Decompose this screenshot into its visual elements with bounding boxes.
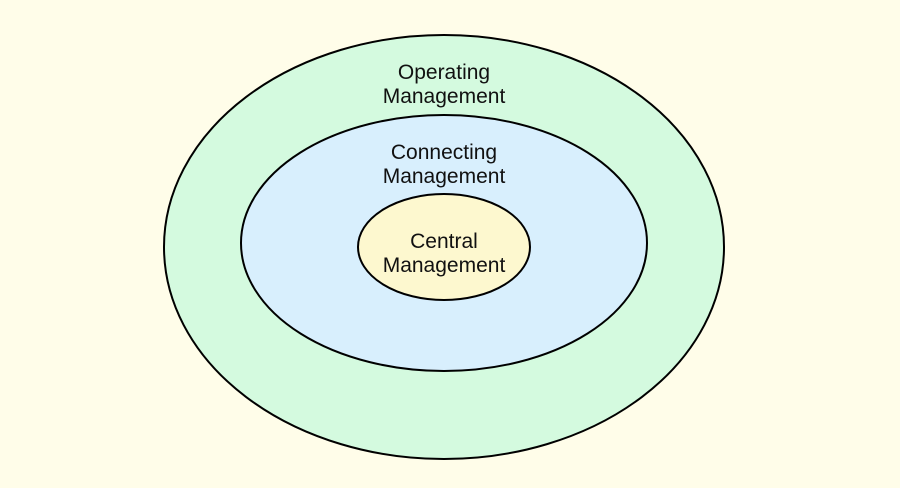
operating-label-line2: Management: [383, 85, 506, 108]
connecting-label-line1: Connecting: [391, 141, 497, 164]
central-label-line2: Management: [383, 254, 506, 277]
central-management-ellipse: [357, 193, 531, 301]
connecting-label-line2: Management: [383, 165, 506, 188]
central-label-line1: Central: [410, 230, 478, 253]
operating-label-line1: Operating: [398, 61, 490, 84]
